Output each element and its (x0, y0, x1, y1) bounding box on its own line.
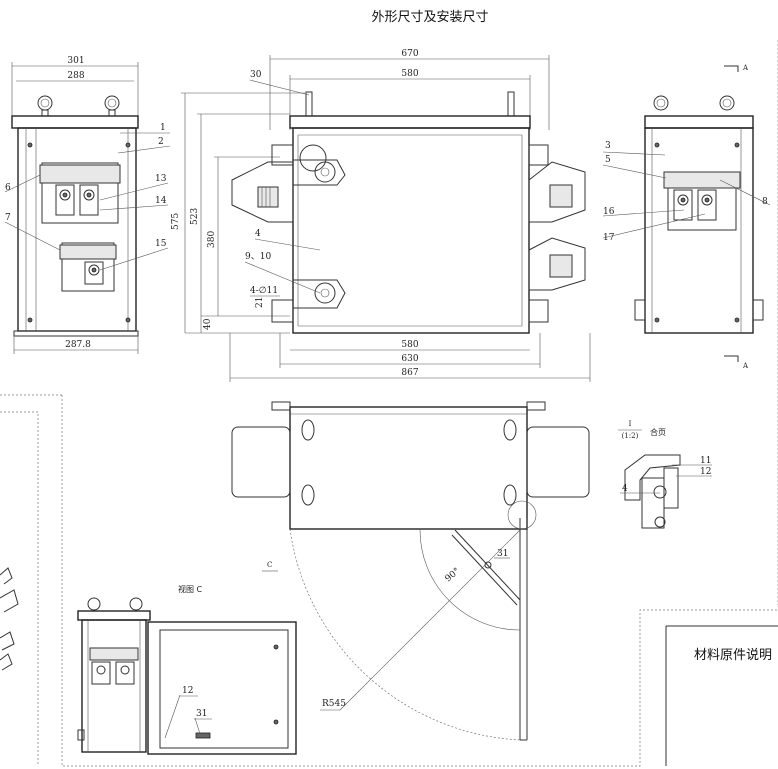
left-side-view: 301 288 287.8 1 2 6 13 14 (4, 56, 171, 354)
dim-580-bottom: 580 (401, 340, 418, 350)
dim-575: 575 (171, 213, 181, 230)
section-mark-c: C (267, 561, 272, 569)
detail-callout-12: 12 (700, 467, 711, 477)
right-side-view: A A 3 5 8 16 17 (602, 64, 771, 370)
dim-288: 288 (67, 71, 84, 81)
callout-5: 5 (605, 155, 611, 165)
callout-31: 31 (497, 549, 508, 559)
dim-630: 630 (401, 354, 418, 364)
dim-angle-90: 90° (444, 566, 463, 584)
callout-6: 6 (5, 183, 11, 193)
dim-670: 670 (401, 49, 418, 59)
callout-14: 14 (155, 196, 167, 206)
section-mark-a-bottom: A (742, 362, 749, 370)
top-view: 90° 31 R545 I (1:2) 合页 4 11 12 C (0, 394, 778, 767)
callout-2: 2 (158, 137, 164, 147)
callout-9-10: 9、10 (245, 252, 271, 262)
dim-21: 21 (255, 297, 265, 308)
detail-ratio-bottom: (1:2) (622, 432, 639, 440)
section-mark-a-top: A (742, 64, 749, 72)
callout-8: 8 (762, 197, 768, 207)
hinge-detail: 4 11 12 (620, 454, 712, 529)
dim-380: 380 (207, 231, 217, 248)
view-c: 视图 C 12 31 (77, 584, 297, 755)
view-callout-12: 12 (182, 686, 193, 696)
callout-17: 17 (603, 233, 615, 243)
detail-ratio-top: I (629, 420, 632, 428)
callout-7: 7 (5, 213, 11, 223)
detail-callout-11: 11 (700, 456, 711, 466)
callout-16: 16 (603, 207, 615, 217)
detail-callout-4: 4 (622, 484, 628, 494)
callout-4: 4 (255, 229, 261, 239)
cropped-left-detail (0, 567, 19, 671)
drawing-title: 外形尺寸及安装尺寸 (371, 10, 488, 25)
view-callout-31: 31 (196, 709, 207, 719)
dim-301: 301 (67, 56, 84, 66)
dim-4-phi11: 4-∅11 (250, 286, 278, 296)
front-view: 670 580 575 523 380 40 21 4-∅11 (171, 49, 591, 382)
detail-suffix: 合页 (650, 427, 666, 437)
view-c-label: 视图 C (178, 584, 203, 594)
callout-13: 13 (155, 174, 167, 184)
dim-580-top: 580 (401, 69, 418, 79)
dim-867: 867 (401, 368, 418, 378)
dim-40: 40 (203, 318, 213, 330)
dim-523: 523 (190, 208, 200, 225)
callout-15: 15 (155, 239, 167, 249)
callout-1: 1 (160, 123, 166, 133)
dim-radius: R545 (322, 699, 346, 709)
callout-30: 30 (250, 70, 262, 80)
callout-3: 3 (605, 141, 611, 151)
materials-label: 材料原件说明 (694, 648, 772, 663)
dim-287-8: 287.8 (65, 340, 91, 350)
